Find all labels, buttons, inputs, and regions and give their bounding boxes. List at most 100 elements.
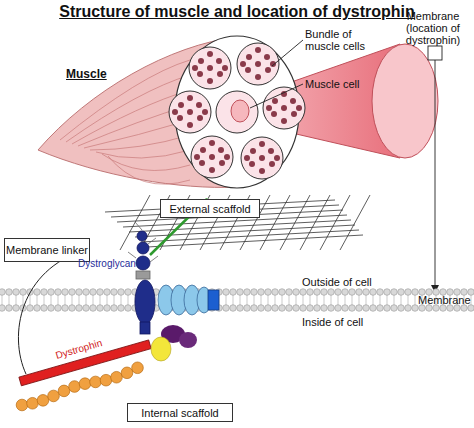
- lipid-head: [76, 289, 83, 296]
- lipid-tail: [44, 295, 45, 305]
- lipid-head: [251, 289, 258, 296]
- lipid-head: [118, 305, 125, 312]
- muscle-fiber-dot: [246, 54, 252, 60]
- lipid-head: [125, 305, 132, 312]
- lipid-tail: [394, 295, 395, 305]
- lipid-head: [76, 305, 83, 312]
- muscle-fiber-dot: [274, 155, 280, 161]
- lipid-head: [90, 305, 97, 312]
- lipid-head: [111, 289, 118, 296]
- mesh-line: [120, 195, 150, 250]
- dystroglycan-protein: [137, 242, 149, 254]
- part-label: Membrane: [418, 294, 474, 306]
- lipid-head: [251, 305, 258, 312]
- lipid-tail: [30, 295, 31, 305]
- muscle-fiber-dot: [172, 109, 178, 115]
- lipid-head: [405, 289, 412, 296]
- diagram-title: Structure of muscle and location of dyst…: [0, 3, 474, 21]
- lipid-head: [13, 289, 20, 296]
- part-label: Bundle of muscle cells: [305, 28, 387, 52]
- lipid-tail: [156, 295, 157, 305]
- part-label: Inside of cell: [302, 316, 402, 328]
- lipid-head: [244, 305, 251, 312]
- muscle-bundle: [216, 91, 258, 133]
- scaffold-bead: [27, 397, 39, 409]
- lipid-tail: [16, 295, 17, 305]
- lipid-head: [307, 289, 314, 296]
- lipid-head: [258, 305, 265, 312]
- muscle-fiber-dot: [291, 111, 297, 117]
- part-label: Muscle cell: [305, 78, 385, 90]
- lipid-head: [41, 289, 48, 296]
- dystroglycan-protein: [128, 252, 136, 258]
- lipid-head: [62, 305, 69, 312]
- muscle-fiber-dot: [290, 98, 296, 104]
- dystroglycan-protein: [135, 280, 155, 324]
- lipid-head: [349, 289, 356, 296]
- scaffold-bead: [48, 390, 60, 402]
- membrane-bilayer: [0, 289, 474, 312]
- lipid-tail: [261, 295, 262, 305]
- muscle-body: [60, 60, 190, 184]
- sarcoglycan-complex: [158, 285, 219, 315]
- lipid-tail: [317, 295, 318, 305]
- lipid-head: [272, 289, 279, 296]
- lipid-head: [34, 305, 41, 312]
- mesh-line: [129, 220, 351, 232]
- muscle-cross-section: [169, 43, 305, 179]
- lipid-tail: [387, 295, 388, 305]
- external-scaffold-mesh: [105, 195, 370, 250]
- lipid-head: [328, 289, 335, 296]
- lipid-head: [342, 305, 349, 312]
- lipid-tail: [58, 295, 59, 305]
- lipid-tail: [373, 295, 374, 305]
- muscle-fiber-dot: [187, 109, 193, 115]
- lipid-head: [265, 289, 272, 296]
- lipid-head: [405, 305, 412, 312]
- muscle-fiber-dot: [219, 160, 225, 166]
- lipid-tail: [352, 295, 353, 305]
- lipid-tail: [93, 295, 94, 305]
- lipid-tail: [128, 295, 129, 305]
- box-label: Membrane linker: [6, 244, 88, 256]
- dystroglycan-protein: [150, 256, 158, 262]
- lipid-head: [55, 305, 62, 312]
- lipid-tail: [23, 295, 24, 305]
- dystrophin-protein: [179, 332, 197, 348]
- lipid-tail: [275, 295, 276, 305]
- lipid-tail: [37, 295, 38, 305]
- muscle-fiber-dot: [197, 115, 203, 121]
- muscle-striation: [96, 150, 190, 158]
- dystroglycan-protein: [136, 271, 150, 279]
- lipid-head: [230, 289, 237, 296]
- lipid-tail: [72, 295, 73, 305]
- lipid-tail: [310, 295, 311, 305]
- muscle-cell-cylinder: [372, 44, 438, 158]
- muscle-bundle: [191, 136, 233, 178]
- box-label: Internal scaffold: [141, 407, 218, 419]
- lipid-head: [111, 305, 118, 312]
- lipid-tail: [2, 295, 3, 305]
- lipid-head: [300, 289, 307, 296]
- part-label: Dystroglycan: [78, 258, 140, 270]
- muscle-fiber-dot: [192, 65, 198, 71]
- lipid-head: [0, 305, 5, 312]
- muscle-fiber-dot: [255, 47, 261, 53]
- lipid-head: [377, 289, 384, 296]
- lipid-head: [6, 289, 13, 296]
- dystroglycan-protein: [135, 222, 142, 230]
- lipid-tail: [303, 295, 304, 305]
- muscle-fiber-dot: [207, 51, 213, 57]
- muscle-fiber-dot: [207, 65, 213, 71]
- muscle-fiber-dot: [202, 109, 208, 115]
- muscle-fiber-dot: [281, 118, 287, 124]
- muscle-fiber-dot: [272, 98, 278, 104]
- leader-lines: [428, 46, 442, 60]
- muscle-fiber-dot: [270, 61, 276, 67]
- muscle-fiber-dot: [259, 168, 265, 174]
- lipid-tail: [282, 295, 283, 305]
- lipid-head: [125, 289, 132, 296]
- lipid-tail: [240, 295, 241, 305]
- lipid-head: [335, 305, 342, 312]
- lipid-head: [237, 305, 244, 312]
